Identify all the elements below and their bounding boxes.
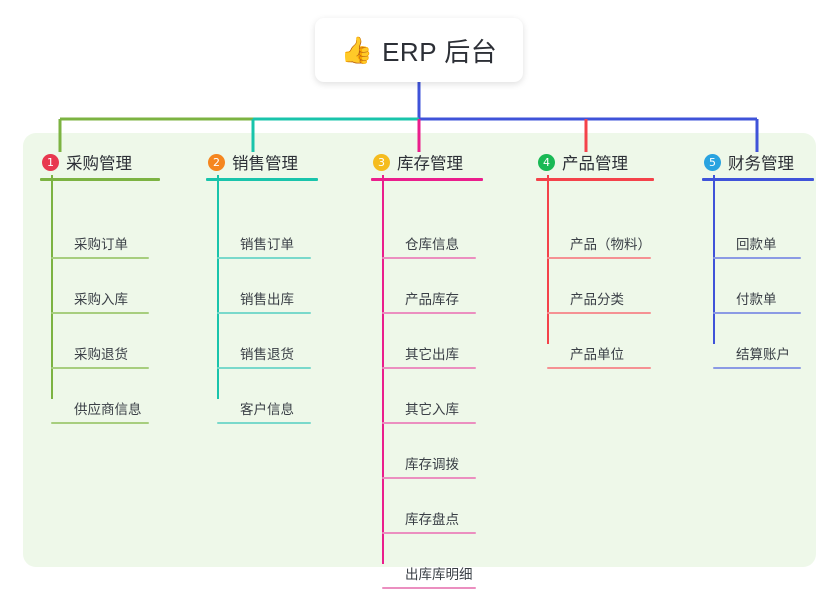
branch-item[interactable]: 其它入库	[382, 394, 499, 424]
branch-item-label: 结算账户	[736, 347, 790, 362]
branch-4[interactable]: 4 产品管理产品（物料） 产品分类产品单位	[536, 149, 654, 369]
branch-title: 财务管理	[728, 155, 794, 173]
branch-item-underline	[382, 532, 476, 534]
branch-item[interactable]: 付款单	[713, 284, 824, 314]
branch-trunk-line	[382, 175, 384, 564]
branch-item[interactable]: 销售退货	[217, 339, 334, 369]
branch-item-label: 销售退货	[240, 347, 294, 362]
branch-header-1[interactable]: 1 采购管理	[40, 149, 160, 181]
branch-number-badge: 5	[704, 153, 721, 171]
branch-item-label: 采购订单	[74, 237, 128, 252]
branch-item-label: 出库库明细	[405, 567, 473, 582]
branch-trunk-line	[713, 175, 715, 344]
branch-item-underline	[51, 312, 149, 314]
branch-item-underline	[382, 312, 476, 314]
branch-item-label: 其它出库	[405, 347, 459, 362]
branch-header-2[interactable]: 2 销售管理	[206, 149, 318, 181]
branch-item-label: 其它入库	[405, 402, 459, 417]
branch-title: 库存管理	[397, 155, 463, 173]
branch-number-badge: 3	[373, 153, 390, 171]
branch-item-label: 产品分类	[570, 292, 624, 307]
branch-item-underline	[547, 367, 651, 369]
root-node[interactable]: 👍 ERP 后台	[315, 18, 523, 82]
branch-item-underline	[382, 257, 476, 259]
branch-item-underline	[713, 312, 801, 314]
branch-header-3[interactable]: 3 库存管理	[371, 149, 483, 181]
branch-item[interactable]: 库存调拨	[382, 449, 499, 479]
branch-item-label: 库存调拨	[405, 457, 459, 472]
branch-item-label: 付款单	[736, 292, 777, 307]
branch-item-underline	[382, 367, 476, 369]
branch-item-label: 销售出库	[240, 292, 294, 307]
branch-underline	[702, 178, 814, 181]
branch-item[interactable]: 供应商信息	[51, 394, 172, 424]
branch-item[interactable]: 销售出库	[217, 284, 334, 314]
branch-item-underline	[713, 257, 801, 259]
branch-item[interactable]: 产品（物料）	[547, 229, 674, 259]
branch-1[interactable]: 1 采购管理采购订单采购入库采购退货供应商信息	[40, 149, 160, 424]
branch-item-label: 客户信息	[240, 402, 294, 417]
branch-item-underline	[51, 367, 149, 369]
branch-item[interactable]: 其它出库	[382, 339, 499, 369]
branch-item[interactable]: 产品库存	[382, 284, 499, 314]
branch-title: 采购管理	[66, 155, 132, 173]
branch-item-underline	[547, 257, 651, 259]
branch-item[interactable]: 采购订单	[51, 229, 172, 259]
branch-underline	[40, 178, 160, 181]
branch-item-label: 产品（物料）	[570, 237, 651, 252]
branch-item[interactable]: 结算账户	[713, 339, 824, 369]
branch-item[interactable]: 仓库信息	[382, 229, 499, 259]
branch-item[interactable]: 采购退货	[51, 339, 172, 369]
branch-item[interactable]: 客户信息	[217, 394, 334, 424]
branch-header-5[interactable]: 5 财务管理	[702, 149, 814, 181]
branch-item[interactable]: 出库库明细	[382, 559, 499, 589]
branches-panel	[23, 133, 816, 567]
branch-item-underline	[382, 422, 476, 424]
branch-item-underline	[51, 257, 149, 259]
branch-item-label: 采购退货	[74, 347, 128, 362]
branch-item-label: 产品库存	[405, 292, 459, 307]
branch-title: 产品管理	[562, 155, 628, 173]
branch-item-label: 销售订单	[240, 237, 294, 252]
branch-item-underline	[217, 312, 311, 314]
branch-item-label: 产品单位	[570, 347, 624, 362]
branch-number-badge: 1	[42, 153, 59, 171]
branch-item[interactable]: 产品分类	[547, 284, 674, 314]
branch-item-label: 供应商信息	[74, 402, 142, 417]
branch-item-underline	[547, 312, 651, 314]
branch-5[interactable]: 5 财务管理回款单付款单结算账户	[702, 149, 814, 369]
branch-item-underline	[217, 367, 311, 369]
branch-item-label: 库存盘点	[405, 512, 459, 527]
branch-item[interactable]: 回款单	[713, 229, 824, 259]
branch-trunk-line	[547, 175, 549, 344]
root-title: ERP 后台	[382, 36, 498, 67]
branch-item-label: 回款单	[736, 237, 777, 252]
branch-item[interactable]: 库存盘点	[382, 504, 499, 534]
branch-item-underline	[217, 257, 311, 259]
branch-item-underline	[713, 367, 801, 369]
branch-item-label: 采购入库	[74, 292, 128, 307]
branch-trunk-line	[51, 175, 53, 399]
branch-number-badge: 4	[538, 153, 555, 171]
branch-title: 销售管理	[232, 155, 298, 173]
branch-trunk-line	[217, 175, 219, 399]
branch-underline	[371, 178, 483, 181]
branch-item[interactable]: 采购入库	[51, 284, 172, 314]
branch-3[interactable]: 3 库存管理仓库信息产品库存其它出库其它入库库存调拨库存盘点出库库明细	[371, 149, 483, 589]
branch-underline	[206, 178, 318, 181]
branch-2[interactable]: 2 销售管理销售订单销售出库销售退货客户信息	[206, 149, 318, 424]
branch-number-badge: 2	[208, 153, 225, 171]
thumbs-up-icon: 👍	[340, 35, 374, 65]
branch-item-label: 仓库信息	[405, 237, 459, 252]
branch-underline	[536, 178, 654, 181]
branch-item-underline	[382, 477, 476, 479]
branch-item[interactable]: 产品单位	[547, 339, 674, 369]
branch-item-underline	[51, 422, 149, 424]
branch-header-4[interactable]: 4 产品管理	[536, 149, 654, 181]
branch-item-underline	[217, 422, 311, 424]
branch-item[interactable]: 销售订单	[217, 229, 334, 259]
